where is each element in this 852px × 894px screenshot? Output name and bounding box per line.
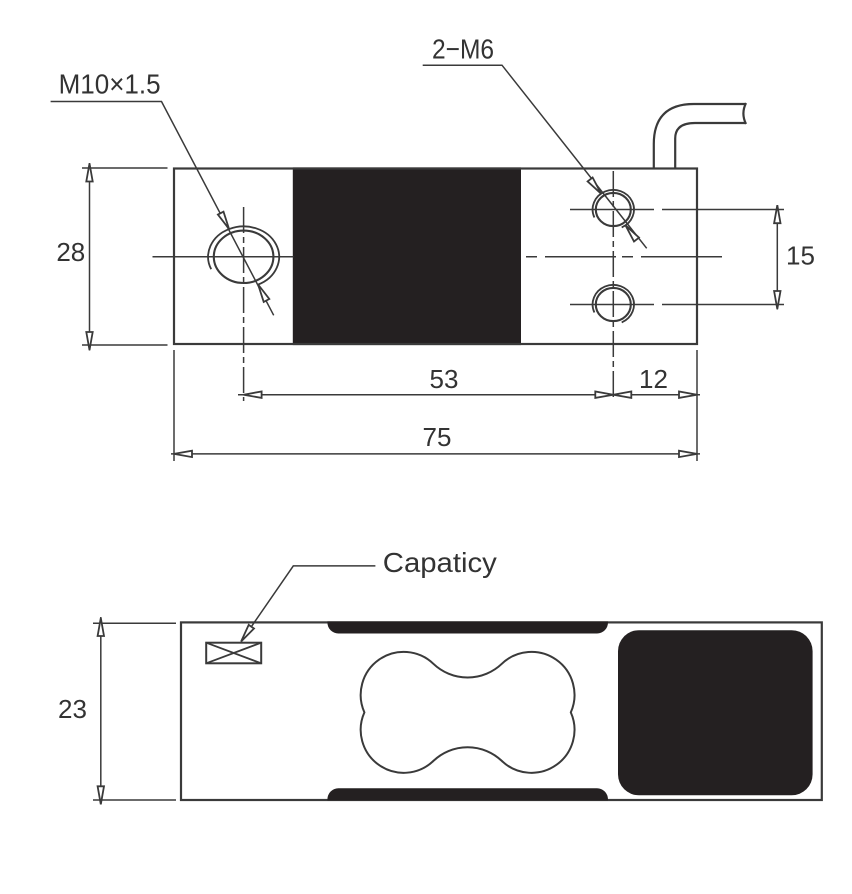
svg-text:12: 12	[639, 364, 668, 394]
svg-text:15: 15	[786, 241, 815, 271]
svg-text:28: 28	[56, 237, 85, 267]
svg-text:23: 23	[58, 694, 87, 724]
svg-text:75: 75	[423, 422, 452, 452]
svg-text:53: 53	[430, 364, 459, 394]
svg-text:2−M6: 2−M6	[432, 34, 494, 65]
svg-text:Capaticy: Capaticy	[383, 547, 497, 578]
svg-text:M10×1.5: M10×1.5	[59, 69, 161, 100]
